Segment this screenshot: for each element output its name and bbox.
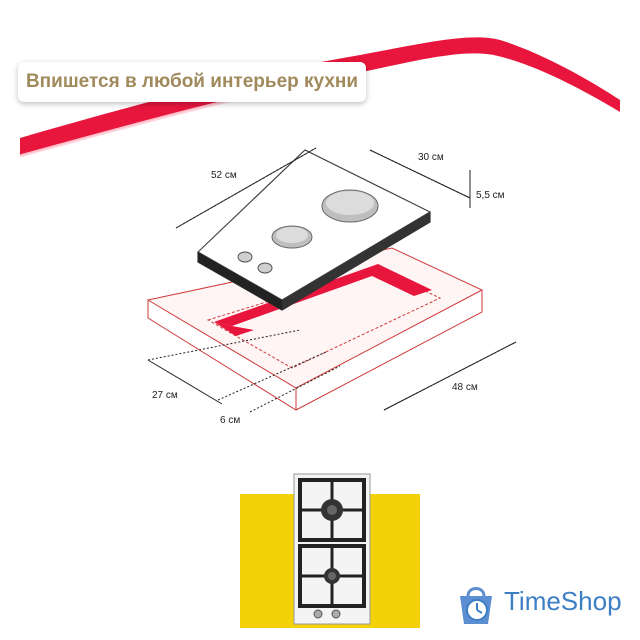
dim-height-label: 5,5 см (476, 190, 505, 201)
dim-length-label: 52 см (211, 170, 237, 181)
clock-bag-icon (460, 587, 492, 624)
headline-box: Впишется в любой интерьер кухни (18, 62, 366, 102)
dim-cutout-margin-label: 6 см (220, 415, 241, 426)
brand-logo: TimeShop (452, 578, 638, 630)
gas-hob (293, 473, 371, 625)
brand-name: TimeShop (504, 586, 622, 616)
hob (197, 149, 432, 311)
dim-cutout-length-label: 48 см (452, 382, 478, 393)
headline: Впишется в любой интерьер кухни (25, 71, 359, 92)
dim-cutout-depth-label: 27 см (152, 390, 178, 401)
cutout-frame (214, 264, 432, 326)
dim-width-label: 30 см (418, 152, 444, 163)
